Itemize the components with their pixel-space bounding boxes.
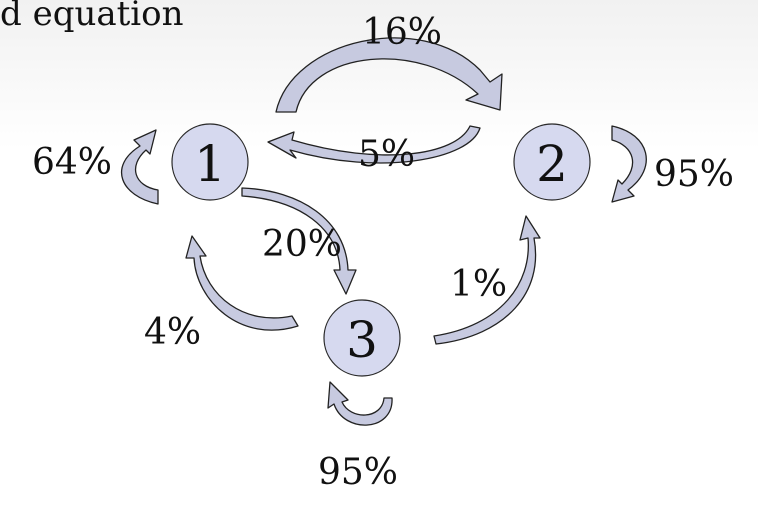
header-text: d equation [0, 0, 184, 34]
arrow-2-to-1 [267, 125, 481, 164]
label-1-to-3: 20% [262, 224, 342, 265]
label-3-to-3: 95% [318, 452, 398, 493]
label-3-to-1: 4% [144, 312, 201, 353]
arrow-2-to-2 [611, 125, 647, 203]
label-3-to-2: 1% [450, 264, 507, 305]
label-1-to-1: 64% [32, 142, 112, 183]
node-1-label: 1 [194, 135, 226, 193]
arrow-1-to-1 [121, 129, 159, 205]
node-2: 2 [513, 123, 591, 201]
node-3-label: 3 [346, 311, 378, 369]
arrow-1-to-2 [275, 37, 503, 113]
node-2-label: 2 [536, 135, 568, 193]
label-2-to-2: 95% [654, 154, 734, 195]
label-1-to-2: 16% [362, 12, 442, 53]
node-3: 3 [323, 299, 401, 377]
arrow-3-to-2 [433, 215, 541, 345]
arrow-3-to-3 [327, 381, 393, 426]
label-2-to-1: 5% [358, 134, 415, 175]
arrow-1-to-3 [241, 187, 357, 295]
node-1: 1 [171, 123, 249, 201]
arrow-3-to-1 [185, 235, 299, 331]
